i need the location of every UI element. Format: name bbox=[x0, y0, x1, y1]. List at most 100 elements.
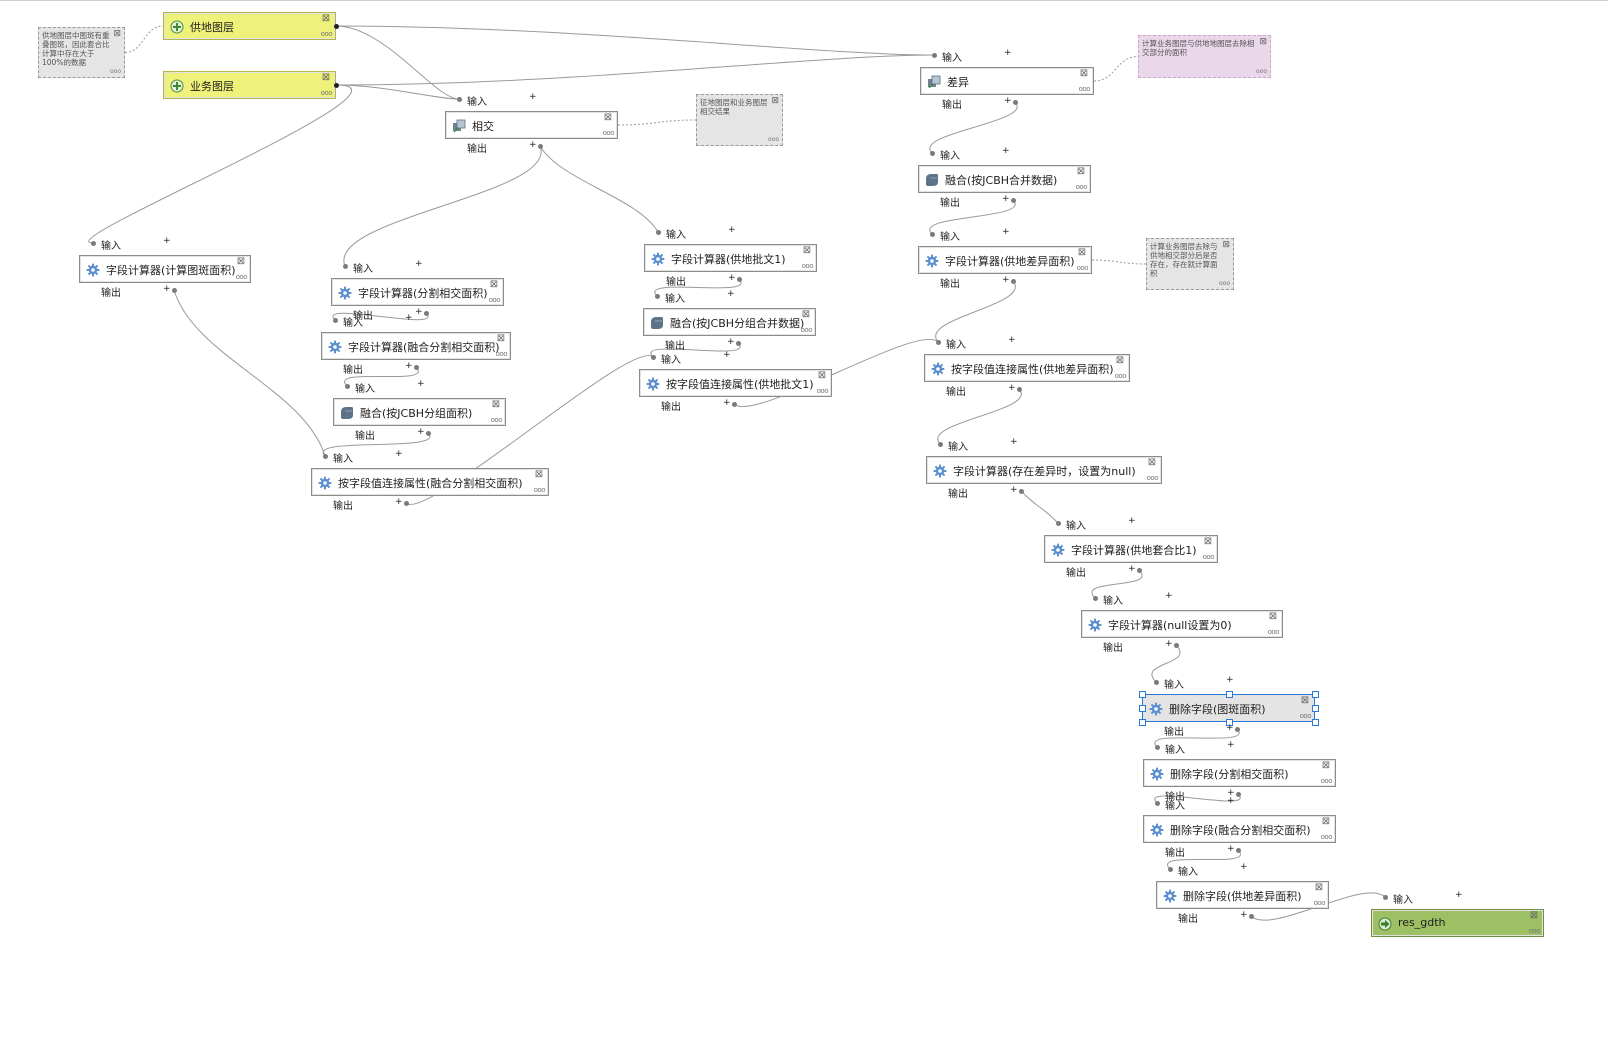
input-socket[interactable] bbox=[1154, 680, 1159, 685]
close-icon[interactable]: ⊠ bbox=[321, 72, 331, 83]
output-socket[interactable] bbox=[426, 431, 431, 436]
node-a2[interactable]: 业务图层⊠ooo bbox=[163, 71, 336, 99]
input-expand-icon[interactable]: + bbox=[163, 236, 171, 246]
input-socket[interactable] bbox=[323, 454, 328, 459]
output-expand-icon[interactable]: + bbox=[395, 497, 403, 507]
output-socket[interactable] bbox=[334, 83, 339, 88]
resize-handle[interactable] bbox=[1225, 691, 1233, 698]
close-icon[interactable]: ⊠ bbox=[1147, 457, 1157, 468]
more-icon[interactable]: ooo bbox=[1313, 899, 1326, 907]
output-socket[interactable] bbox=[334, 24, 339, 29]
output-socket[interactable] bbox=[414, 365, 419, 370]
more-icon[interactable]: ooo bbox=[235, 273, 248, 281]
output-expand-icon[interactable]: + bbox=[1226, 723, 1234, 733]
node-g2[interactable]: 字段计算器(存在差异时，设置为null)⊠ooo bbox=[926, 456, 1162, 484]
resize-handle[interactable] bbox=[1139, 719, 1146, 726]
more-icon[interactable]: ooo bbox=[1267, 628, 1280, 636]
input-socket[interactable] bbox=[457, 97, 462, 102]
close-icon[interactable]: ⊠ bbox=[1268, 611, 1278, 622]
more-icon[interactable]: ooo bbox=[1320, 777, 1333, 785]
resize-handle[interactable] bbox=[1312, 719, 1319, 726]
close-icon[interactable]: ⊠ bbox=[489, 279, 499, 290]
output-socket[interactable] bbox=[404, 501, 409, 506]
output-expand-icon[interactable]: + bbox=[417, 427, 425, 437]
comment-note[interactable]: 计算业务图层与供地地图层去除相交部分的面积⊠ooo bbox=[1138, 35, 1271, 78]
input-expand-icon[interactable]: + bbox=[1455, 890, 1463, 900]
close-icon[interactable]: ⊠ bbox=[1529, 910, 1539, 921]
close-icon[interactable]: ⊠ bbox=[1259, 37, 1267, 47]
output-socket[interactable] bbox=[737, 277, 742, 282]
input-expand-icon[interactable]: + bbox=[1002, 146, 1010, 156]
input-socket[interactable] bbox=[1155, 745, 1160, 750]
node-g1[interactable]: 按字段值连接属性(供地差异面积)⊠ooo bbox=[924, 354, 1130, 382]
more-icon[interactable]: ooo bbox=[109, 68, 121, 75]
more-icon[interactable]: ooo bbox=[320, 30, 333, 38]
output-socket[interactable] bbox=[538, 144, 543, 149]
more-icon[interactable]: ooo bbox=[1299, 712, 1312, 720]
input-socket[interactable] bbox=[333, 318, 338, 323]
input-expand-icon[interactable]: + bbox=[1002, 227, 1010, 237]
close-icon[interactable]: ⊠ bbox=[1115, 355, 1125, 366]
more-icon[interactable]: ooo bbox=[1218, 280, 1230, 287]
output-socket[interactable] bbox=[1236, 792, 1241, 797]
more-icon[interactable]: ooo bbox=[490, 416, 503, 424]
input-expand-icon[interactable]: + bbox=[1240, 862, 1248, 872]
output-socket[interactable] bbox=[1137, 568, 1142, 573]
output-expand-icon[interactable]: + bbox=[728, 273, 736, 283]
input-expand-icon[interactable]: + bbox=[1010, 437, 1018, 447]
output-expand-icon[interactable]: + bbox=[1004, 96, 1012, 106]
more-icon[interactable]: ooo bbox=[533, 486, 546, 494]
node-e1[interactable]: 字段计算器(分割相交面积)⊠ooo bbox=[331, 278, 504, 306]
input-expand-icon[interactable]: + bbox=[405, 313, 413, 323]
node-d1[interactable]: 字段计算器(计算图斑面积)⊠ooo bbox=[79, 255, 251, 283]
output-socket[interactable] bbox=[736, 341, 741, 346]
input-socket[interactable] bbox=[651, 355, 656, 360]
close-icon[interactable]: ⊠ bbox=[1300, 695, 1310, 706]
more-icon[interactable]: ooo bbox=[488, 296, 501, 304]
output-socket[interactable] bbox=[1011, 198, 1016, 203]
output-socket[interactable] bbox=[1235, 727, 1240, 732]
input-socket[interactable] bbox=[930, 151, 935, 156]
output-expand-icon[interactable]: + bbox=[1002, 275, 1010, 285]
more-icon[interactable]: ooo bbox=[1255, 68, 1267, 75]
more-icon[interactable]: ooo bbox=[1078, 85, 1091, 93]
input-socket[interactable] bbox=[1155, 801, 1160, 806]
input-expand-icon[interactable]: + bbox=[723, 350, 731, 360]
close-icon[interactable]: ⊠ bbox=[1321, 816, 1331, 827]
output-socket[interactable] bbox=[172, 288, 177, 293]
input-expand-icon[interactable]: + bbox=[1227, 796, 1235, 806]
output-expand-icon[interactable]: + bbox=[1002, 194, 1010, 204]
close-icon[interactable]: ⊠ bbox=[771, 96, 779, 106]
close-icon[interactable]: ⊠ bbox=[817, 370, 827, 381]
input-expand-icon[interactable]: + bbox=[728, 225, 736, 235]
close-icon[interactable]: ⊠ bbox=[1203, 536, 1213, 547]
input-socket[interactable] bbox=[656, 230, 661, 235]
more-icon[interactable]: ooo bbox=[1114, 372, 1127, 380]
output-socket[interactable] bbox=[1017, 387, 1022, 392]
input-socket[interactable] bbox=[655, 294, 660, 299]
input-expand-icon[interactable]: + bbox=[1165, 591, 1173, 601]
more-icon[interactable]: ooo bbox=[320, 89, 333, 97]
output-expand-icon[interactable]: + bbox=[1227, 844, 1235, 854]
node-e3[interactable]: 融合(按JCBH分组面积)⊠ooo bbox=[333, 398, 506, 426]
node-h1[interactable]: 删除字段(图斑面积)⊠ooo bbox=[1142, 694, 1315, 722]
close-icon[interactable]: ⊠ bbox=[1321, 760, 1331, 771]
more-icon[interactable]: ooo bbox=[1320, 833, 1333, 841]
output-expand-icon[interactable]: + bbox=[1240, 910, 1248, 920]
more-icon[interactable]: ooo bbox=[767, 136, 779, 143]
input-socket[interactable] bbox=[1383, 895, 1388, 900]
output-expand-icon[interactable]: + bbox=[723, 398, 731, 408]
resize-handle[interactable] bbox=[1225, 719, 1233, 726]
input-socket[interactable] bbox=[345, 384, 350, 389]
resize-handle[interactable] bbox=[1139, 705, 1146, 712]
node-a1[interactable]: 供地图层⊠ooo bbox=[163, 12, 336, 40]
close-icon[interactable]: ⊠ bbox=[1076, 166, 1086, 177]
output-socket[interactable] bbox=[424, 311, 429, 316]
input-socket[interactable] bbox=[1168, 867, 1173, 872]
comment-note[interactable]: 供地图层中图斑有重叠图斑，因此套合比计算中存在大于100%的数据⊠ooo bbox=[38, 27, 125, 78]
node-h4[interactable]: 删除字段(供地差异面积)⊠ooo bbox=[1156, 881, 1329, 909]
input-expand-icon[interactable]: + bbox=[395, 449, 403, 459]
node-o1[interactable]: res_gdth⊠ooo bbox=[1371, 909, 1544, 937]
node-f3[interactable]: 按字段值连接属性(供地批文1)⊠ooo bbox=[639, 369, 832, 397]
output-socket[interactable] bbox=[1174, 643, 1179, 648]
